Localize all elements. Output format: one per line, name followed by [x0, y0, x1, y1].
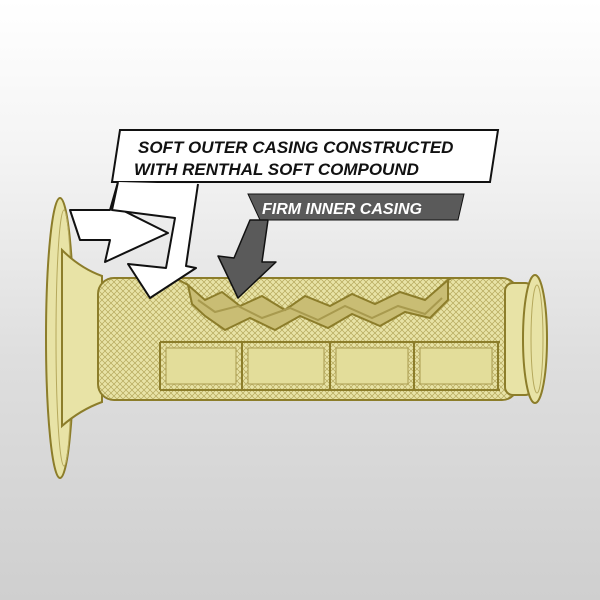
- outer-casing-label-line2: WITH RENTHAL SOFT COMPOUND: [134, 160, 419, 179]
- outer-casing-callout: SOFT OUTER CASING CONSTRUCTED WITH RENTH…: [110, 129, 500, 183]
- outer-casing-arrows: [69, 181, 199, 299]
- inner-casing-cutaway: [174, 277, 453, 332]
- grip-flange: [45, 197, 103, 479]
- inner-casing-label: FIRM INNER CASING: [262, 201, 422, 218]
- inner-casing-arrow: [217, 219, 277, 299]
- inner-casing-callout: FIRM INNER CASING: [217, 193, 465, 299]
- grip-panels: [159, 341, 500, 391]
- outer-casing-label-line1: SOFT OUTER CASING CONSTRUCTED: [138, 138, 453, 157]
- grip-end-cap: [504, 274, 548, 404]
